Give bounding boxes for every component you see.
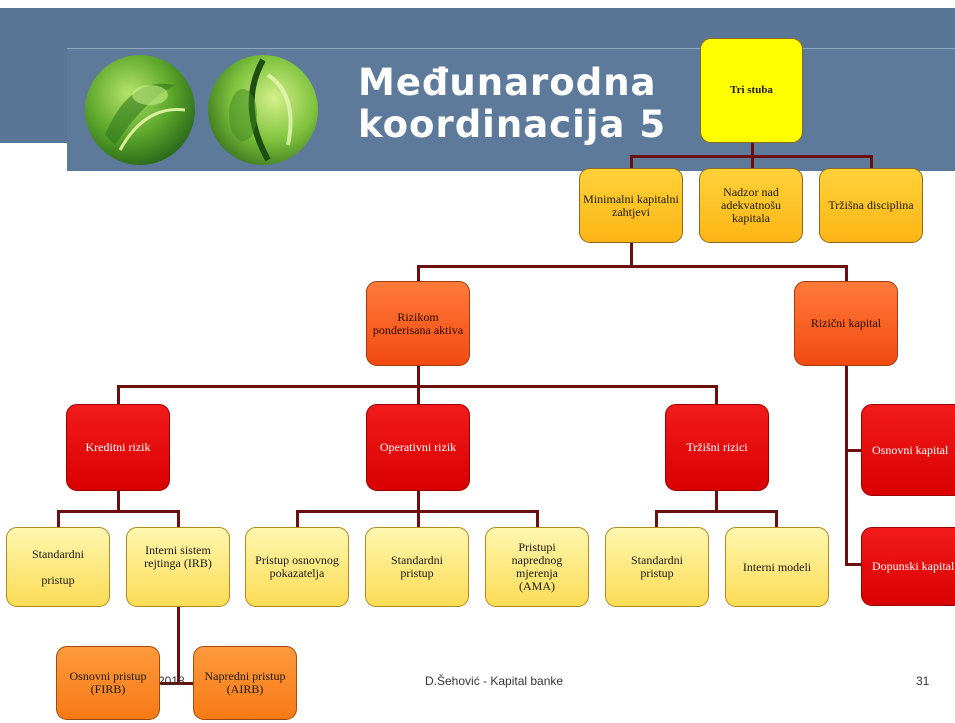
connector-line [775,510,778,527]
connector-line [417,510,420,527]
connector-line [117,490,120,512]
node-label: Standardni pristup [32,547,84,587]
connector-line [417,365,420,387]
node-rizicni-kapital: Rizični kapital [794,281,898,366]
leaf-image-right [208,55,318,165]
connector-line [160,682,195,685]
node-dopunski-kapital: Dopunski kapital [861,527,955,606]
node-trzisna-disciplina: Tržišna disciplina [819,168,923,243]
connector-line [630,155,633,170]
connector-line [845,449,863,452]
connector-line [845,265,848,283]
connector-line [870,155,873,170]
connector-line [536,510,539,527]
slide-title: Međunarodna koordinacija 5 [358,62,666,146]
leaf-image-left [85,55,195,165]
connector-line [845,563,863,566]
node-rizikom-ponderisana-aktiva: Rizikom ponderisana aktiva [366,281,470,366]
node-osnovni-pristup-firb: Osnovni pristup (FIRB) [56,646,160,720]
node-interni-modeli: Interni modeli [725,527,829,607]
footer-date: 2018. [158,674,189,688]
node-minimalni-kapitalni-zahtjevi: Minimalni kapitalni zahtjevi [579,168,683,243]
connector-line [751,155,754,170]
node-osnovni-kapital: Osnovni kapital [861,404,955,496]
node-tri-stuba: Tri stuba [700,38,803,143]
connector-line [751,142,754,158]
node-interni-sistem-rejtinga: Interni sistem rejtinga (IRB) [126,527,230,607]
leaf-drawing-left [105,83,186,151]
connector-line [630,242,633,267]
connector-line [417,385,420,405]
footer-author: D.Šehović - Kapital banke [425,674,564,688]
node-kreditni-rizik: Kreditni rizik [66,404,170,491]
connector-line [57,510,60,527]
node-pristupi-naprednog-mjerenja: Pristupi naprednog mjerenja (AMA) [485,527,589,607]
node-nadzor: Nadzor nad adekvatnošu kapitala [699,168,803,243]
connector-line [417,265,848,268]
connector-line [117,385,120,405]
connector-line [417,490,420,512]
connector-line [417,265,420,283]
slide-title-line2: koordinacija 5 [358,103,667,146]
connector-line [655,510,778,513]
connector-line [655,510,658,527]
slide-title-line1: Međunarodna [358,61,657,104]
node-pristup-osnovnog-pokazatelja: Pristup osnovnog pokazatelja [245,527,349,607]
leaf-drawing-right [229,58,293,162]
connector-line [715,385,718,405]
node-standardni-pristup-operativni: Standardni pristup [365,527,469,607]
connector-line [177,606,180,684]
slide-number: 31 [916,674,930,688]
connector-line [177,510,180,527]
node-standardni-pristup-trzisni: Standardni pristup [605,527,709,607]
connector-line [845,365,848,565]
node-operativni-rizik: Operativni rizik [366,404,470,491]
node-standardni-pristup-kreditni: Standardni pristup [6,527,110,607]
connector-line [715,490,718,512]
connector-line [296,510,299,527]
node-napredni-pristup-airb: Napredni pristup (AIRB) [193,646,297,720]
connector-line [57,510,180,513]
node-trzisni-rizici: Tržišni rizici [665,404,769,491]
